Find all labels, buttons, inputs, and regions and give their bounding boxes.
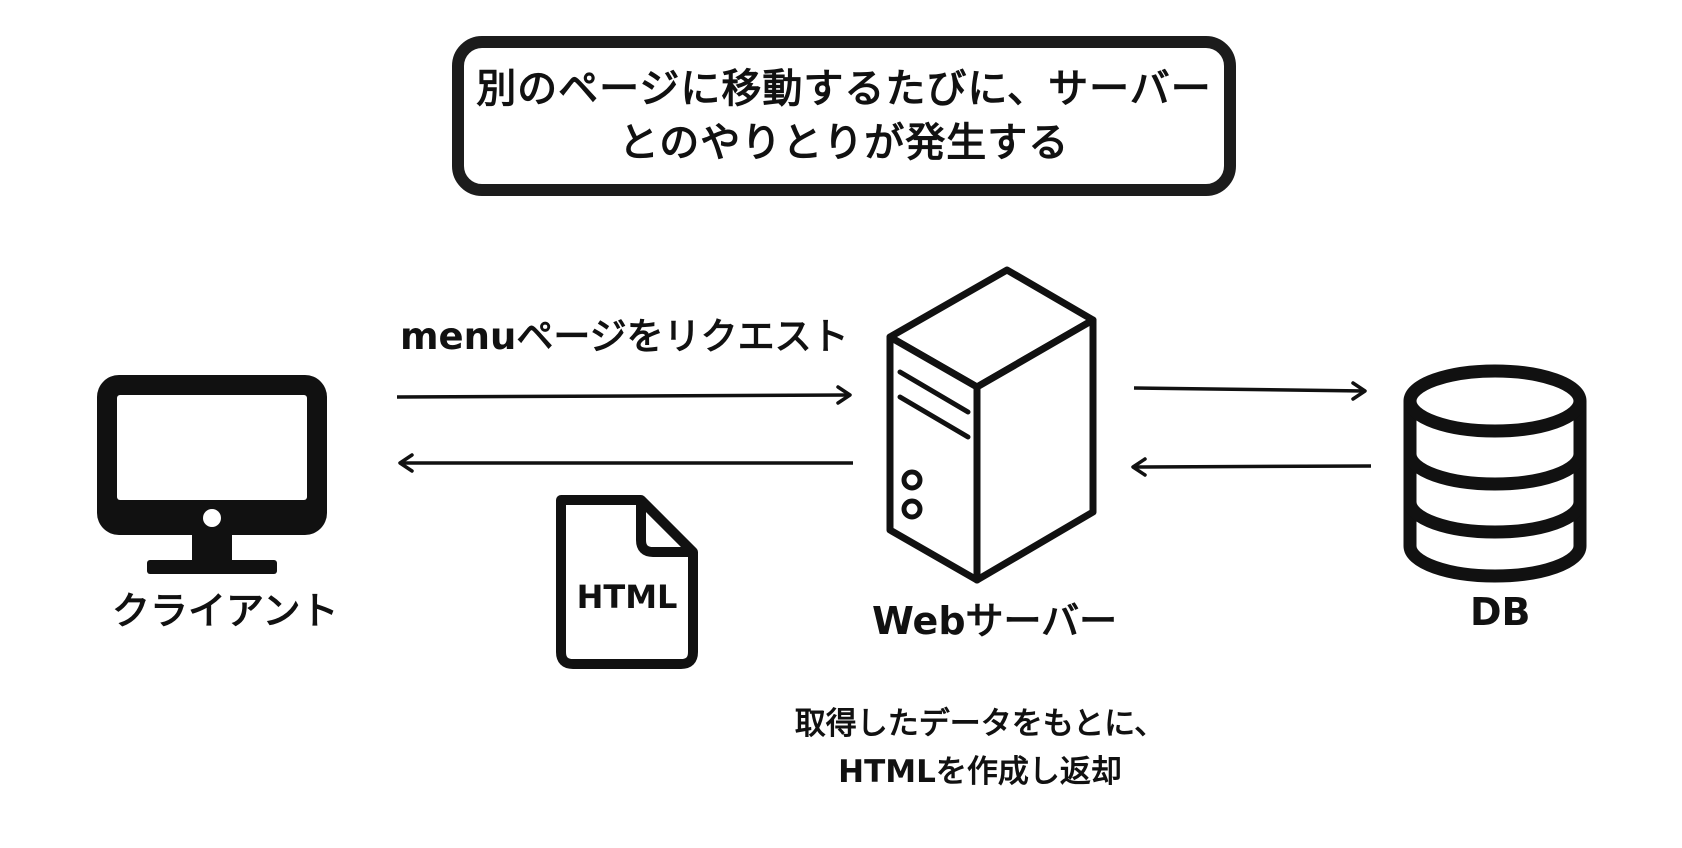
db-label: DB [1470,590,1531,634]
data-arrow [1128,452,1373,482]
server-tower-icon [880,262,1100,592]
server-note: 取得したデータをもとに、 HTMLを作成し返却 [760,700,1200,796]
server-label: Webサーバー [872,599,1118,643]
query-arrow [1132,376,1372,406]
note-line-1: 取得したデータをもとに、 [794,706,1166,742]
database-icon [1400,356,1590,586]
document-icon [553,492,703,672]
headline-box: 別のページに移動するたびに、サーバー とのやりとりが発生する [452,36,1236,196]
request-arrow [395,380,855,410]
monitor-icon [92,370,332,580]
note-line-2: HTMLを作成し返却 [838,754,1122,790]
client-label: クライアント [112,589,339,633]
html-file-label: HTML [576,578,678,616]
headline-line-2: とのやりとりが発生する [618,120,1070,166]
headline-line-1: 別のページに移動するたびに、サーバー [476,66,1212,112]
response-arrow [395,448,855,478]
request-label: menuページをリクエスト [400,315,849,358]
